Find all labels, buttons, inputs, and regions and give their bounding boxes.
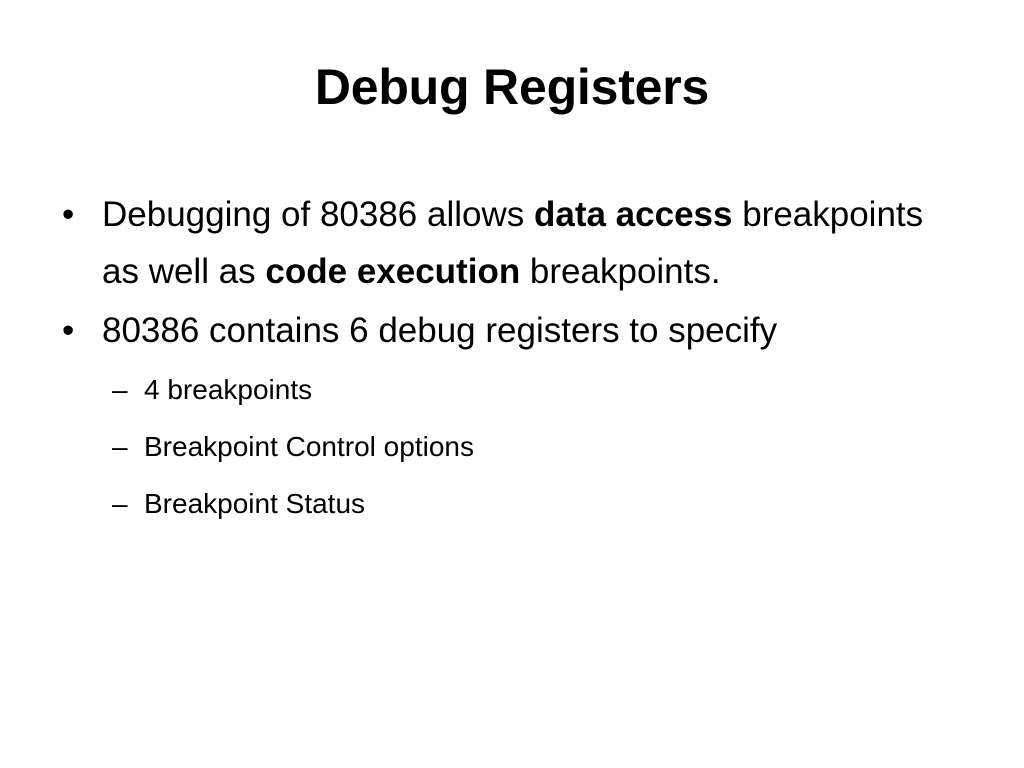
bullet-text: Debugging of 80386 allows data access br… bbox=[102, 186, 968, 300]
bullet-run-bold-code-execution: code execution bbox=[265, 252, 521, 291]
bullet-list-level1: • Debugging of 80386 allows data access … bbox=[56, 186, 968, 532]
bullet-run-plain-3: breakpoints. bbox=[520, 252, 721, 291]
list-item: • Debugging of 80386 allows data access … bbox=[56, 186, 968, 300]
dash-marker-icon: – bbox=[112, 488, 128, 519]
bullet-text: 80386 contains 6 debug registers to spec… bbox=[102, 311, 778, 350]
bullet-text: 4 breakpoints bbox=[144, 374, 313, 405]
page-title: Debug Registers bbox=[314, 59, 710, 115]
list-item: • 80386 contains 6 debug registers to sp… bbox=[56, 302, 968, 532]
dash-marker-icon: – bbox=[112, 431, 128, 462]
list-item: – 4 breakpoints bbox=[102, 361, 968, 418]
bullet-marker-icon: • bbox=[62, 195, 75, 234]
bullet-run-plain: Debugging of 80386 allows bbox=[102, 195, 534, 234]
bullet-text: Breakpoint Status bbox=[144, 488, 366, 519]
bullet-run-bold-data-access: data access bbox=[533, 195, 733, 234]
bullet-list-level2: – 4 breakpoints – Breakpoint Control opt… bbox=[102, 361, 968, 532]
dash-marker-icon: – bbox=[112, 374, 128, 405]
list-item: – Breakpoint Status bbox=[102, 475, 968, 532]
bullet-marker-icon: • bbox=[62, 311, 75, 350]
bullet-text: Breakpoint Control options bbox=[144, 431, 474, 462]
list-item: – Breakpoint Control options bbox=[102, 418, 968, 475]
bullet-run-plain-2: breakpoints as well as bbox=[102, 195, 924, 291]
slide-body: • Debugging of 80386 allows data access … bbox=[56, 186, 968, 534]
